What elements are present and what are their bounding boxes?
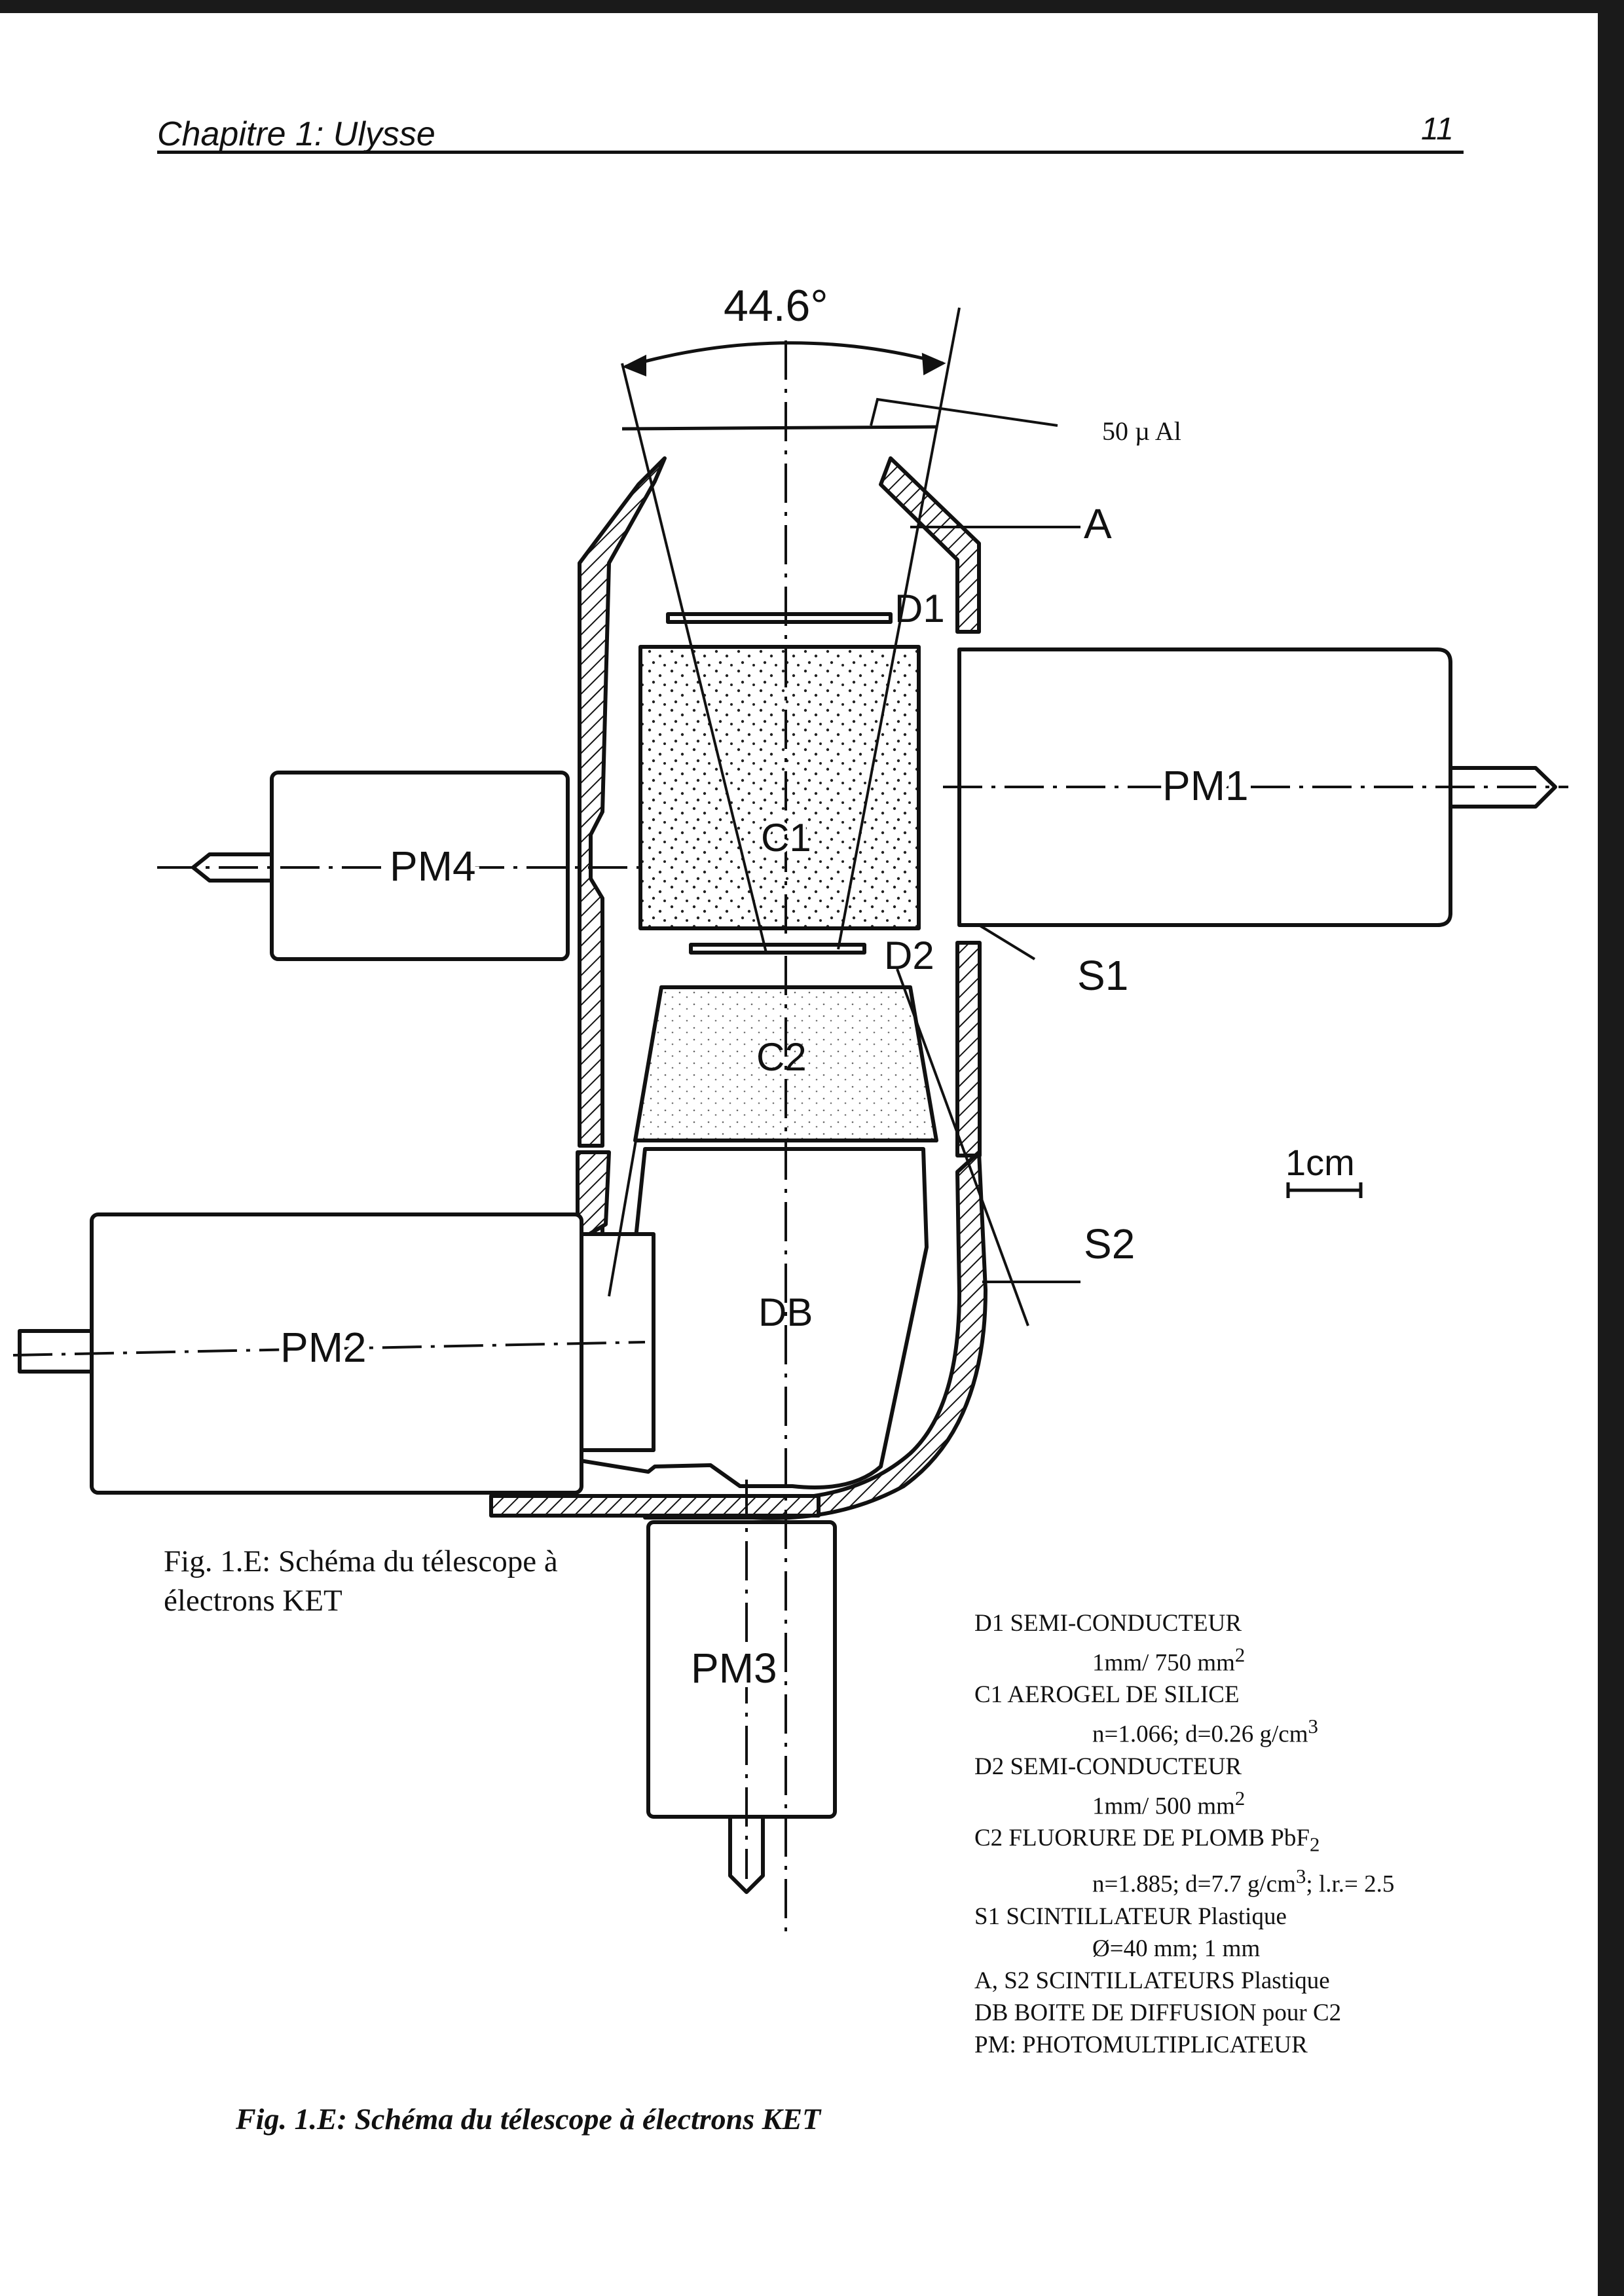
label-d1: D1 — [895, 587, 945, 630]
detector-d2 — [689, 943, 866, 955]
legend-line: PM: PHOTOMULTIPLICATEUR — [974, 2031, 1308, 2058]
angle-arc — [625, 341, 944, 369]
label-pm4: PM4 — [390, 843, 476, 890]
label-db: DB — [758, 1290, 813, 1334]
label-pm2: PM2 — [280, 1324, 367, 1371]
label-d2: D2 — [884, 934, 934, 977]
label-s2: S2 — [1084, 1220, 1135, 1267]
label-s1: S1 — [1077, 952, 1128, 999]
window-label: 50 µ Al — [1102, 416, 1181, 446]
housing-wall-right-lower — [955, 941, 982, 1157]
page-number: 11 — [1421, 112, 1454, 147]
header-rule — [157, 151, 1464, 154]
detector-d1 — [666, 612, 893, 624]
legend-line: n=1.885; d=7.7 g/cm3; l.r.= 2.5 — [1092, 1865, 1395, 1898]
base-plate — [489, 1494, 821, 1518]
legend: D1 SEMI-CONDUCTEUR 1mm/ 750 mm2 C1 AEROGEL… — [974, 1607, 1394, 2061]
legend-line: 1mm/ 750 mm2 — [1092, 1644, 1246, 1677]
angle-label: 44.6° — [724, 281, 828, 331]
label-scale: 1cm — [1285, 1142, 1355, 1183]
label-pm1: PM1 — [1162, 762, 1249, 809]
legend-line: 1mm/ 500 mm2 — [1092, 1787, 1246, 1819]
legend-line: C1 AEROGEL DE SILICE — [974, 1681, 1240, 1709]
legend-line: D1 SEMI-CONDUCTEUR — [974, 1610, 1242, 1637]
legend-line: C2 FLUORURE DE PLOMB PbF2 — [974, 1824, 1320, 1856]
legend-line: A, S2 SCINTILLATEURS Plastique — [974, 1967, 1330, 1994]
legend-line: n=1.066; d=0.26 g/cm3 — [1092, 1715, 1318, 1748]
scintillator-a-right — [879, 456, 981, 634]
chapter-header: Chapitre 1: Ulysse — [157, 115, 435, 153]
legend-line: D2 SEMI-CONDUCTEUR — [974, 1753, 1242, 1780]
label-a: A — [1084, 500, 1112, 547]
pm2-pin — [18, 1329, 94, 1374]
label-pm3: PM3 — [691, 1645, 777, 1692]
label-c2: C2 — [756, 1035, 807, 1079]
diffusion-box — [574, 1147, 929, 1489]
radiator-c1 — [638, 645, 921, 930]
housing-wall-left-upper — [578, 456, 667, 1148]
legend-line: Ø=40 mm; 1 mm — [1092, 1935, 1261, 1962]
legend-line: DB BOITE DE DIFFUSION pour C2 — [974, 1999, 1342, 2026]
label-c1: C1 — [761, 816, 811, 860]
legend-line: S1 SCINTILLATEUR Plastique — [974, 1903, 1287, 1930]
radiator-c2 — [633, 985, 938, 1142]
figure-caption-bottom: Fig. 1.E: Schéma du télescope à électron… — [236, 2102, 821, 2136]
figure-caption-inline: Fig. 1.E: Schéma du télescope à électron… — [164, 1544, 558, 1618]
window-al — [621, 425, 937, 431]
